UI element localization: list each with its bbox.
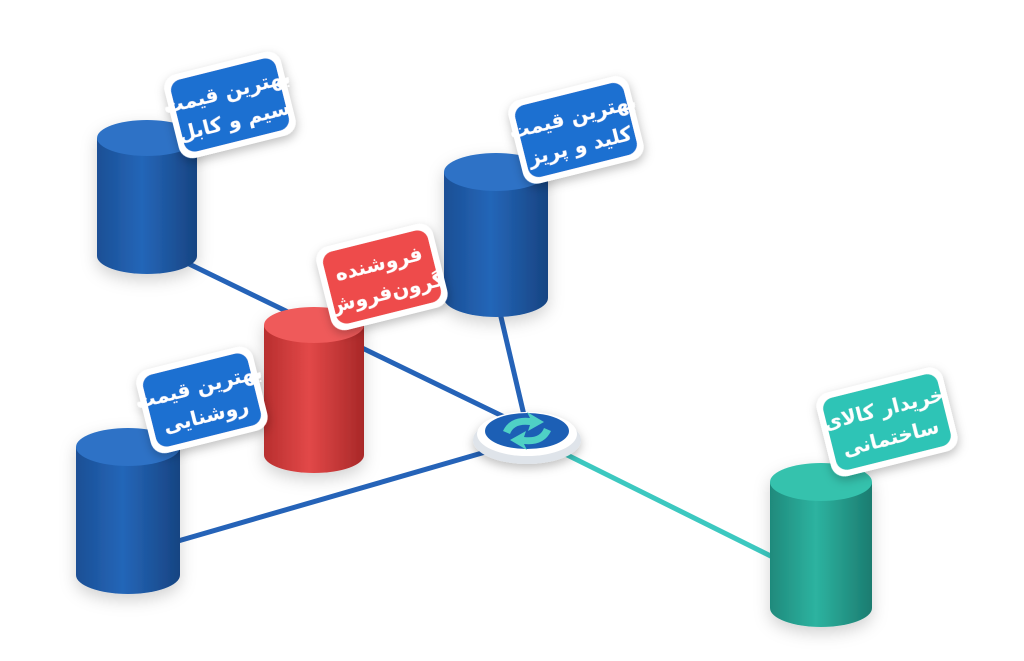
label-seller: فروشنده گرون‌فروش [316,223,448,331]
line-switch-hub [494,299,530,429]
hub-logo [473,412,581,464]
label-lighting-bg [142,353,262,447]
label-cable-bg [170,58,290,152]
label-lighting: بهترین قیمت روشنایی [133,346,268,454]
label-cable: بهترین قیمت سیم و کابل [161,51,296,159]
label-seller-bg [322,230,442,324]
label-buyer: خریدار کالای ساختمانی [816,367,958,477]
label-buyer-bg [823,374,951,470]
line-lighting-hub [139,437,528,555]
hub-arrows-icon [503,412,551,450]
label-switch: بهترین قیمت کلید و پریز [507,76,644,184]
label-switch-bg [515,82,637,178]
cylinder-seller [264,307,364,473]
line-buyer-hub [525,432,817,581]
cylinder-buyer [770,463,872,627]
cylinder-cable [97,120,197,274]
